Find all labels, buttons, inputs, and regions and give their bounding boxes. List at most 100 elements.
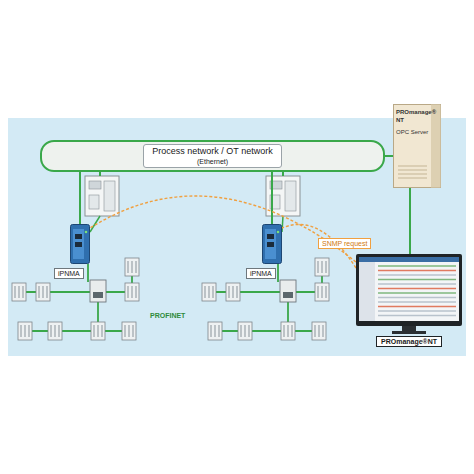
network-title: Process network / OT network <box>152 146 272 157</box>
server-slot <box>398 178 427 179</box>
device-module <box>28 325 29 337</box>
ipnma-device: iPNMA <box>262 224 282 264</box>
field-device <box>122 322 136 340</box>
device-module <box>54 325 55 337</box>
device-module <box>321 261 322 273</box>
field-device <box>226 283 240 301</box>
device-module <box>128 325 129 337</box>
screen-row <box>378 288 456 289</box>
screen-row <box>378 274 456 275</box>
screen-sidebar <box>359 262 375 321</box>
device-module <box>218 325 219 337</box>
device-module <box>14 286 15 298</box>
server-tower: PROmanage® NTOPC Server <box>393 104 441 188</box>
device-module <box>287 325 288 337</box>
plc-left <box>85 176 119 216</box>
field-device <box>238 322 252 340</box>
device-module <box>317 261 318 273</box>
network-label: PROFINET <box>150 311 185 320</box>
profinet-subnets <box>12 258 329 340</box>
device-module <box>283 325 284 337</box>
ipnma-port <box>75 242 82 247</box>
ethernet-link <box>385 155 393 157</box>
device-module <box>38 286 39 298</box>
plc-link <box>90 216 100 232</box>
device-module <box>127 261 128 273</box>
device-module <box>58 325 59 337</box>
ipnma-front <box>265 229 276 259</box>
screen-row <box>378 265 456 266</box>
field-device <box>36 283 50 301</box>
device-module <box>210 325 211 337</box>
field-device <box>125 258 139 276</box>
screen-header <box>359 257 459 262</box>
profinet-wire <box>277 264 279 282</box>
field-device <box>202 283 216 301</box>
ethernet-link <box>271 172 273 224</box>
device-module <box>135 286 136 298</box>
server-slot <box>398 170 427 171</box>
field-device <box>12 283 26 301</box>
monitor-screen <box>359 257 459 321</box>
profinet-subnet <box>12 258 139 340</box>
device-module <box>240 325 241 337</box>
switch-ports <box>283 292 293 298</box>
device-module <box>50 325 51 337</box>
profinet-switch <box>90 280 106 302</box>
device-module <box>204 286 205 298</box>
screen-row <box>378 297 456 298</box>
device-module <box>20 325 21 337</box>
device-module <box>214 325 215 337</box>
device-module <box>317 286 318 298</box>
ipnma-led <box>277 231 280 234</box>
device-module <box>325 261 326 273</box>
ipnma-body <box>263 225 282 264</box>
device-module <box>228 286 229 298</box>
device-module <box>127 286 128 298</box>
ethernet-link <box>79 172 81 224</box>
device-module <box>322 325 323 337</box>
device-module <box>208 286 209 298</box>
device-module <box>212 286 213 298</box>
profinet-subnet <box>202 258 329 340</box>
field-device <box>125 283 139 301</box>
device-module <box>248 325 249 337</box>
screen-row <box>378 270 456 271</box>
ipnma-port <box>267 234 274 239</box>
profinet-wire <box>87 264 89 282</box>
field-device <box>208 322 222 340</box>
device-module <box>101 325 102 337</box>
network-band: Process network / OT network(Ethernet) <box>40 140 385 172</box>
band-label-box: Process network / OT network(Ethernet) <box>143 144 281 168</box>
field-device <box>18 322 32 340</box>
device-module <box>18 286 19 298</box>
device-module <box>42 286 43 298</box>
monitor-label: PROmanage®NT <box>376 336 442 347</box>
server-body <box>394 105 441 188</box>
screen-row <box>378 301 456 302</box>
ipnma-shape <box>262 224 282 264</box>
screen-row <box>378 315 456 316</box>
ipnma-port <box>75 234 82 239</box>
screen-row <box>378 292 456 293</box>
server-slot <box>398 174 427 175</box>
device-module <box>131 286 132 298</box>
screen-row <box>378 310 456 311</box>
device-module <box>321 286 322 298</box>
device-module <box>46 286 47 298</box>
monitor-stand <box>392 326 426 334</box>
device-module <box>135 261 136 273</box>
device-module <box>291 325 292 337</box>
device-module <box>124 325 125 337</box>
device-module <box>314 325 315 337</box>
profinet-wire <box>19 291 98 293</box>
ipnma-port <box>267 242 274 247</box>
profinet-wire <box>215 330 319 332</box>
screen-row <box>378 279 456 280</box>
device-module <box>244 325 245 337</box>
device-module <box>132 325 133 337</box>
server-product-name: PROmanage® NT <box>396 108 431 124</box>
device-module <box>22 286 23 298</box>
